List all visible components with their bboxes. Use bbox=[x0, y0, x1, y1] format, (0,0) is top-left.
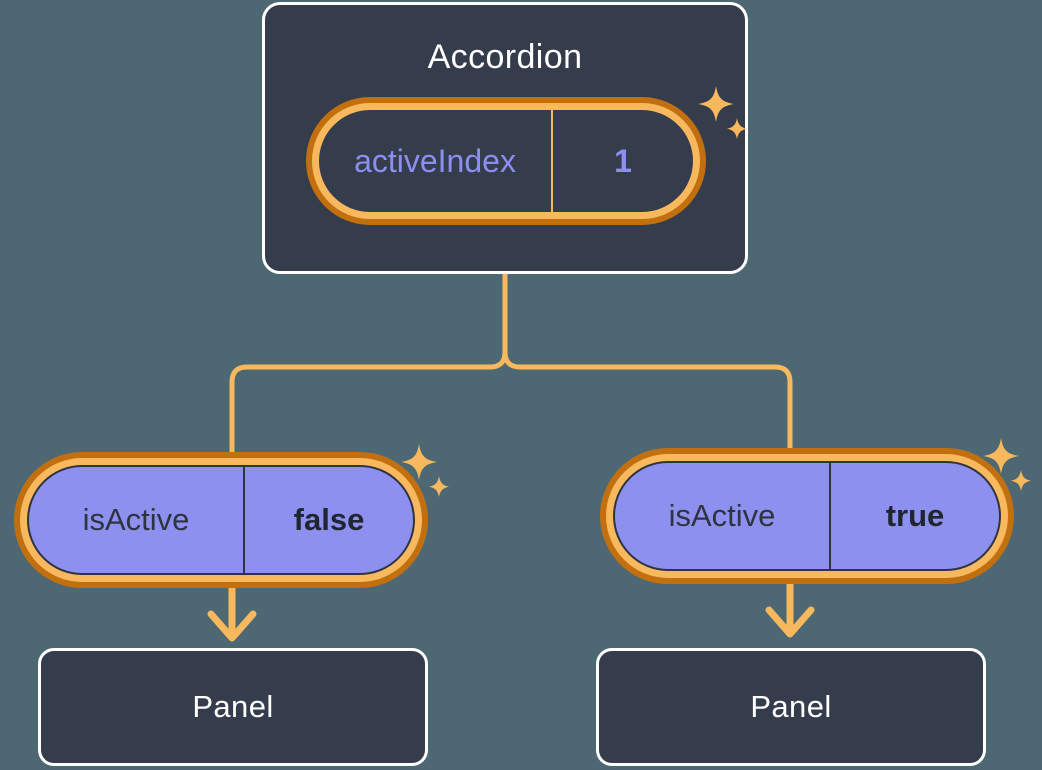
sparkle-icon bbox=[429, 476, 449, 497]
prop-key: isActive bbox=[82, 502, 190, 537]
panel-card-left[interactable]: Panel bbox=[38, 648, 428, 766]
prop-pill-body: activeIndex 1 bbox=[319, 110, 693, 212]
prop-pill-isactive-true[interactable]: isActive true bbox=[600, 448, 1014, 584]
prop-value: 1 bbox=[614, 142, 632, 179]
edge-root-to-left-prop bbox=[229, 349, 508, 459]
prop-key: isActive bbox=[668, 498, 776, 533]
prop-value: false bbox=[243, 467, 413, 573]
prop-value: true bbox=[829, 463, 999, 569]
arrow-down-icon bbox=[207, 610, 257, 642]
prop-pill-body: isActive true bbox=[613, 461, 1001, 571]
panel-title: Panel bbox=[750, 689, 832, 724]
prop-pill-isactive-false[interactable]: isActive false bbox=[14, 452, 428, 588]
prop-pill-ring: isActive true bbox=[606, 454, 1008, 578]
panel-card-right[interactable]: Panel bbox=[596, 648, 986, 766]
panel-title: Panel bbox=[192, 689, 274, 724]
sparkle-icon bbox=[1011, 470, 1031, 491]
prop-key: activeIndex bbox=[319, 110, 553, 212]
arrow-down-icon bbox=[765, 606, 815, 638]
prop-pill-ring: isActive false bbox=[20, 458, 422, 582]
prop-pill-ring: activeIndex 1 bbox=[312, 103, 700, 219]
prop-pill-body: isActive false bbox=[27, 465, 415, 575]
page-title: Accordion bbox=[427, 38, 583, 76]
prop-pill-activeindex[interactable]: activeIndex 1 bbox=[306, 97, 706, 225]
edge-root-to-children bbox=[502, 271, 793, 455]
